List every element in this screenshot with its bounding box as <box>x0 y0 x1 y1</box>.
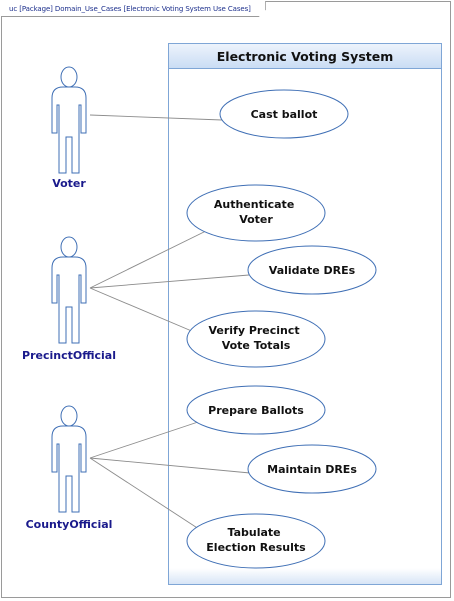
use-case-label: Tabulate <box>228 526 281 539</box>
use-case-label: Election Results <box>206 541 306 554</box>
svg-text:Verify Precinct Vote Tot: Verify Precinct Vote Totals <box>208 324 303 352</box>
actor-figure-icon <box>51 236 87 344</box>
association-precinct-validate[interactable] <box>89 274 250 289</box>
svg-text:Tabulate Election Result: Tabulate Election Results <box>206 526 306 554</box>
use-case-maintain-dres[interactable]: Maintain DREs <box>247 444 377 494</box>
use-case-validate-dres[interactable]: Validate DREs <box>247 245 377 295</box>
use-case-authenticate-voter[interactable]: Authenticate Voter <box>186 184 326 242</box>
actor-county-official[interactable]: CountyOfficial <box>26 405 113 531</box>
association-precinct-authenticate[interactable] <box>89 229 209 289</box>
actor-figure-icon <box>51 66 87 174</box>
actor-label: CountyOfficial <box>26 518 113 531</box>
association-county-maintain[interactable] <box>89 457 251 474</box>
svg-text:Validate DREs: Validate DREs <box>269 264 356 277</box>
use-case-prepare-ballots[interactable]: Prepare Ballots <box>186 385 326 435</box>
system-boundary[interactable]: Electronic Voting System <box>168 43 442 585</box>
svg-text:Prepare Ballots: Prepare Ballots <box>208 404 304 417</box>
svg-text:Cast ballot: Cast ballot <box>251 108 318 121</box>
use-case-label: Authenticate <box>214 198 294 211</box>
use-case-cast-ballot[interactable]: Cast ballot <box>219 89 349 139</box>
system-title: Electronic Voting System <box>217 49 394 64</box>
actor-label: PrecinctOfficial <box>22 349 116 362</box>
actor-precinct-official[interactable]: PrecinctOfficial <box>22 236 116 362</box>
use-case-tabulate-election-results[interactable]: Tabulate Election Results <box>186 513 326 569</box>
svg-text:Maintain DREs: Maintain DREs <box>267 463 357 476</box>
use-case-label: Cast ballot <box>251 108 318 121</box>
use-case-label: Verify Precinct <box>208 324 299 337</box>
frame-tab-label: uc [Package] Domain_Use_Cases [Electroni… <box>1 1 266 17</box>
use-case-label: Prepare Ballots <box>208 404 304 417</box>
use-case-label: Validate DREs <box>269 264 356 277</box>
use-case-verify-precinct-vote-totals[interactable]: Verify Precinct Vote Totals <box>186 310 326 368</box>
association-county-prepare[interactable] <box>89 421 199 459</box>
association-voter-cast-ballot[interactable] <box>89 114 223 121</box>
association-precinct-verify[interactable] <box>89 287 195 333</box>
use-case-label: Voter <box>239 213 273 226</box>
association-county-tabulate[interactable] <box>89 457 206 534</box>
use-case-label: Maintain DREs <box>267 463 357 476</box>
actor-figure-icon <box>51 405 87 513</box>
use-case-label: Vote Totals <box>222 339 291 352</box>
actor-voter[interactable]: Voter <box>51 66 87 190</box>
svg-text:Authenticate Voter: Authenticate Voter <box>214 198 298 226</box>
actor-label: Voter <box>52 177 86 190</box>
associations <box>89 114 251 534</box>
